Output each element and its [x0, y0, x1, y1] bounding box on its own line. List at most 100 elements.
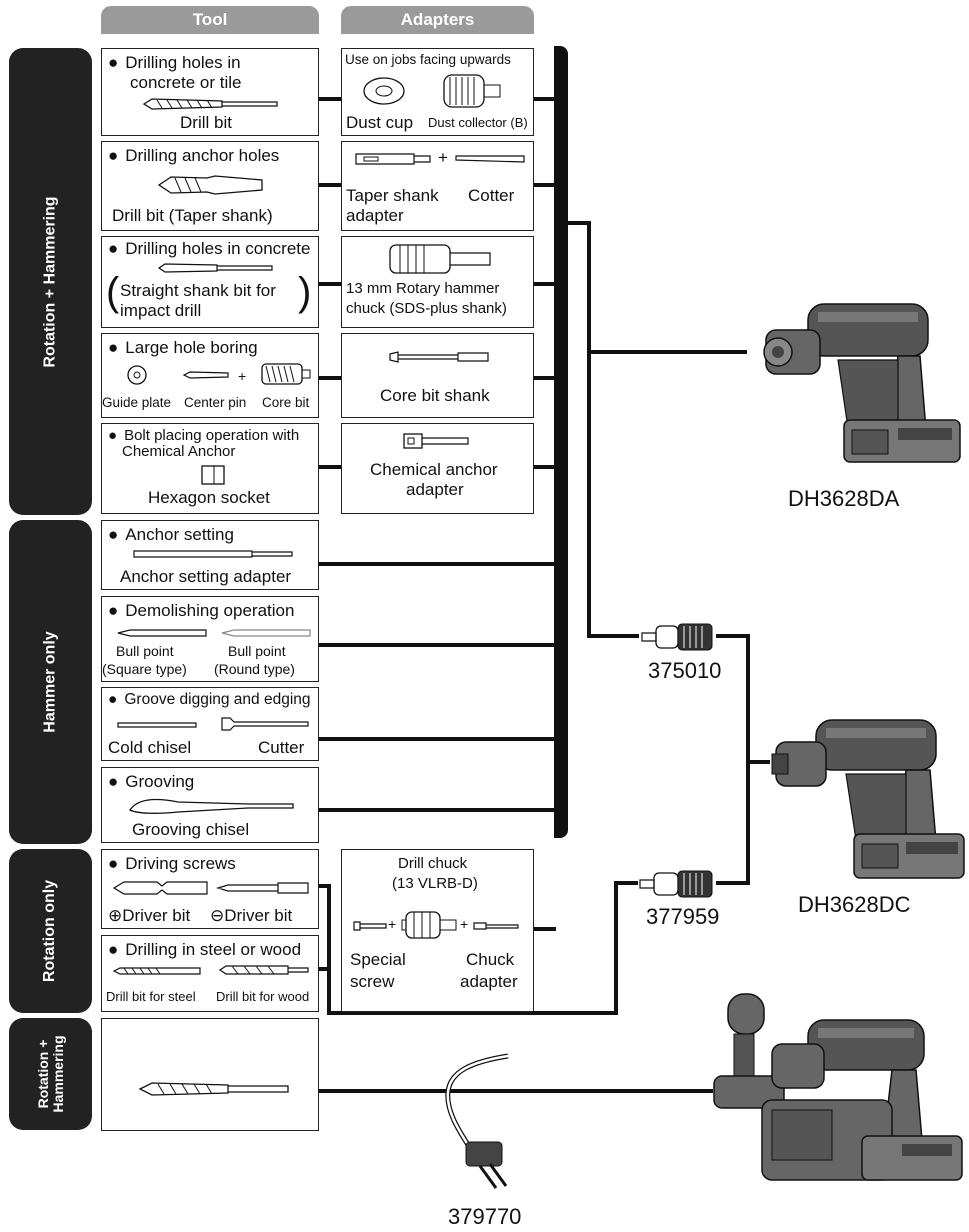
tool-title: Drilling holes in concrete	[108, 239, 310, 259]
hammer-drill-dh3628da-icon	[763, 303, 961, 463]
part-number-375010: 375010	[648, 658, 722, 683]
bull-point-square-icon	[117, 629, 207, 637]
connector	[534, 376, 556, 380]
connector	[318, 282, 341, 286]
connector	[534, 282, 556, 286]
tool-caption: Guide plate	[102, 395, 172, 410]
section-rotation-only: Rotation only	[9, 849, 92, 1013]
adapter-drill-chuck: Drill chuck (13 VLRB-D) + + Special scre…	[341, 849, 534, 1012]
cutter-icon	[221, 717, 309, 731]
adapter-caption: Special	[350, 950, 406, 969]
adapters-column-header: Adapters	[341, 6, 534, 34]
tool-caption: ⊕Driver bit	[108, 906, 191, 925]
connector	[534, 183, 556, 187]
section-hammer-only: Hammer only	[9, 520, 92, 844]
adapter-note: Use on jobs facing upwards	[345, 52, 511, 67]
center-pin-icon	[182, 371, 229, 379]
connector	[318, 643, 556, 647]
tool-drilling-holes-concrete: Drilling holes in concrete ( Straight sh…	[101, 236, 319, 328]
part-number-377959: 377959	[646, 904, 720, 929]
anchor-setting-adapter-icon	[133, 550, 293, 558]
adapter-caption: Core bit shank	[380, 386, 490, 405]
connector	[318, 808, 556, 812]
adapter-caption: chuck (SDS-plus shank)	[346, 300, 507, 317]
adapter-core-bit-shank: Core bit shank	[341, 333, 534, 418]
dust-collector-icon	[443, 74, 501, 108]
plus-sign: +	[460, 916, 469, 932]
tool-anchor-setting: Anchor setting Anchor setting adapter	[101, 520, 319, 590]
paren-close: )	[298, 270, 312, 314]
grooving-chisel-icon	[129, 798, 294, 814]
straight-shank-bit-icon	[157, 263, 273, 273]
tool-caption: Straight shank bit for	[120, 281, 276, 300]
model-label-dh3628dc: DH3628DC	[798, 892, 911, 917]
adapter-caption: Chemical anchor	[370, 460, 498, 479]
dust-cup-icon	[363, 77, 405, 105]
adapter-title: (13 VLRB-D)	[392, 875, 478, 892]
hammer-drill-dust-extraction-icon	[713, 993, 963, 1181]
tool-demolishing: Demolishing operation Bull point Bull po…	[101, 596, 319, 682]
sds-drill-bit-icon	[138, 1082, 289, 1096]
drill-bit-taper-shank-icon	[157, 175, 263, 195]
connector	[746, 760, 770, 764]
tool-title: Driving screws	[108, 854, 236, 874]
part-number-379770: 379770	[448, 1204, 522, 1229]
guide-plate-icon	[127, 365, 147, 385]
adapter-dust: Use on jobs facing upwards Dust cup Dust…	[341, 48, 534, 136]
tool-title: Anchor setting	[108, 525, 234, 545]
adapter-caption: adapter	[346, 206, 404, 225]
tool-caption: impact drill	[120, 301, 202, 320]
paren-open: (	[106, 270, 120, 314]
tool-caption: Drill bit	[180, 113, 232, 132]
connector	[318, 183, 341, 187]
adapter-title: Drill chuck	[398, 855, 468, 872]
driver-bit-plus-icon	[112, 881, 208, 895]
drill-bit-wood-icon	[218, 965, 309, 975]
core-bit-icon	[261, 363, 311, 385]
core-bit-shank-icon	[389, 351, 489, 363]
adapter-rotary-hammer-chuck: 13 mm Rotary hammer chuck (SDS-plus shan…	[341, 236, 534, 328]
tool-caption: (Round type)	[214, 661, 295, 677]
connector	[534, 97, 556, 101]
section-rotation-hammering-small: Rotation + Hammering	[9, 1018, 92, 1130]
connector	[716, 881, 750, 885]
chemical-anchor-adapter-icon	[403, 433, 469, 449]
connector	[746, 634, 750, 762]
connector	[567, 221, 591, 225]
bull-point-round-icon	[221, 629, 311, 637]
adapter-caption: adapter	[406, 480, 464, 499]
connector	[318, 465, 341, 469]
tool-grooving: Grooving Grooving chisel	[101, 767, 319, 843]
driver-bit-minus-icon	[215, 882, 309, 894]
drill-chuck-377959-icon	[639, 870, 713, 898]
tool-caption: Drill bit (Taper shank)	[112, 206, 273, 225]
tool-caption: Drill bit for wood	[216, 989, 310, 1004]
adapter-caption: screw	[350, 972, 395, 991]
tool-title: Drilling holes in	[108, 53, 240, 73]
connector	[318, 967, 331, 971]
adapter-caption: Dust cup	[346, 113, 414, 132]
connector	[318, 884, 331, 888]
tool-caption: Bull point	[228, 643, 286, 659]
connector	[534, 465, 556, 469]
connector	[614, 881, 618, 1015]
connector	[614, 881, 638, 885]
adapter-caption: 13 mm Rotary hammer	[346, 280, 500, 297]
tool-title: Groove digging and edging	[108, 692, 310, 708]
tool-title: Grooving	[108, 772, 194, 792]
tool-caption: Drill bit for steel	[106, 989, 196, 1004]
connector	[746, 760, 750, 885]
tool-title: Chemical Anchor	[122, 443, 236, 460]
tool-caption: Center pin	[184, 395, 247, 410]
section-rotation-hammering: Rotation + Hammering	[9, 48, 92, 515]
rotary-hammer-chuck-icon	[389, 244, 491, 274]
plus-sign: +	[438, 148, 448, 167]
plus-sign: +	[238, 368, 247, 384]
cold-chisel-icon	[117, 722, 197, 728]
connector	[587, 634, 639, 638]
taper-shank-adapter-icon	[355, 153, 431, 165]
tool-caption: Cold chisel	[108, 738, 192, 757]
tool-title: Bolt placing operation with	[108, 428, 299, 444]
adapter-caption: Cotter	[468, 186, 515, 205]
drill-bit-icon	[142, 98, 278, 110]
